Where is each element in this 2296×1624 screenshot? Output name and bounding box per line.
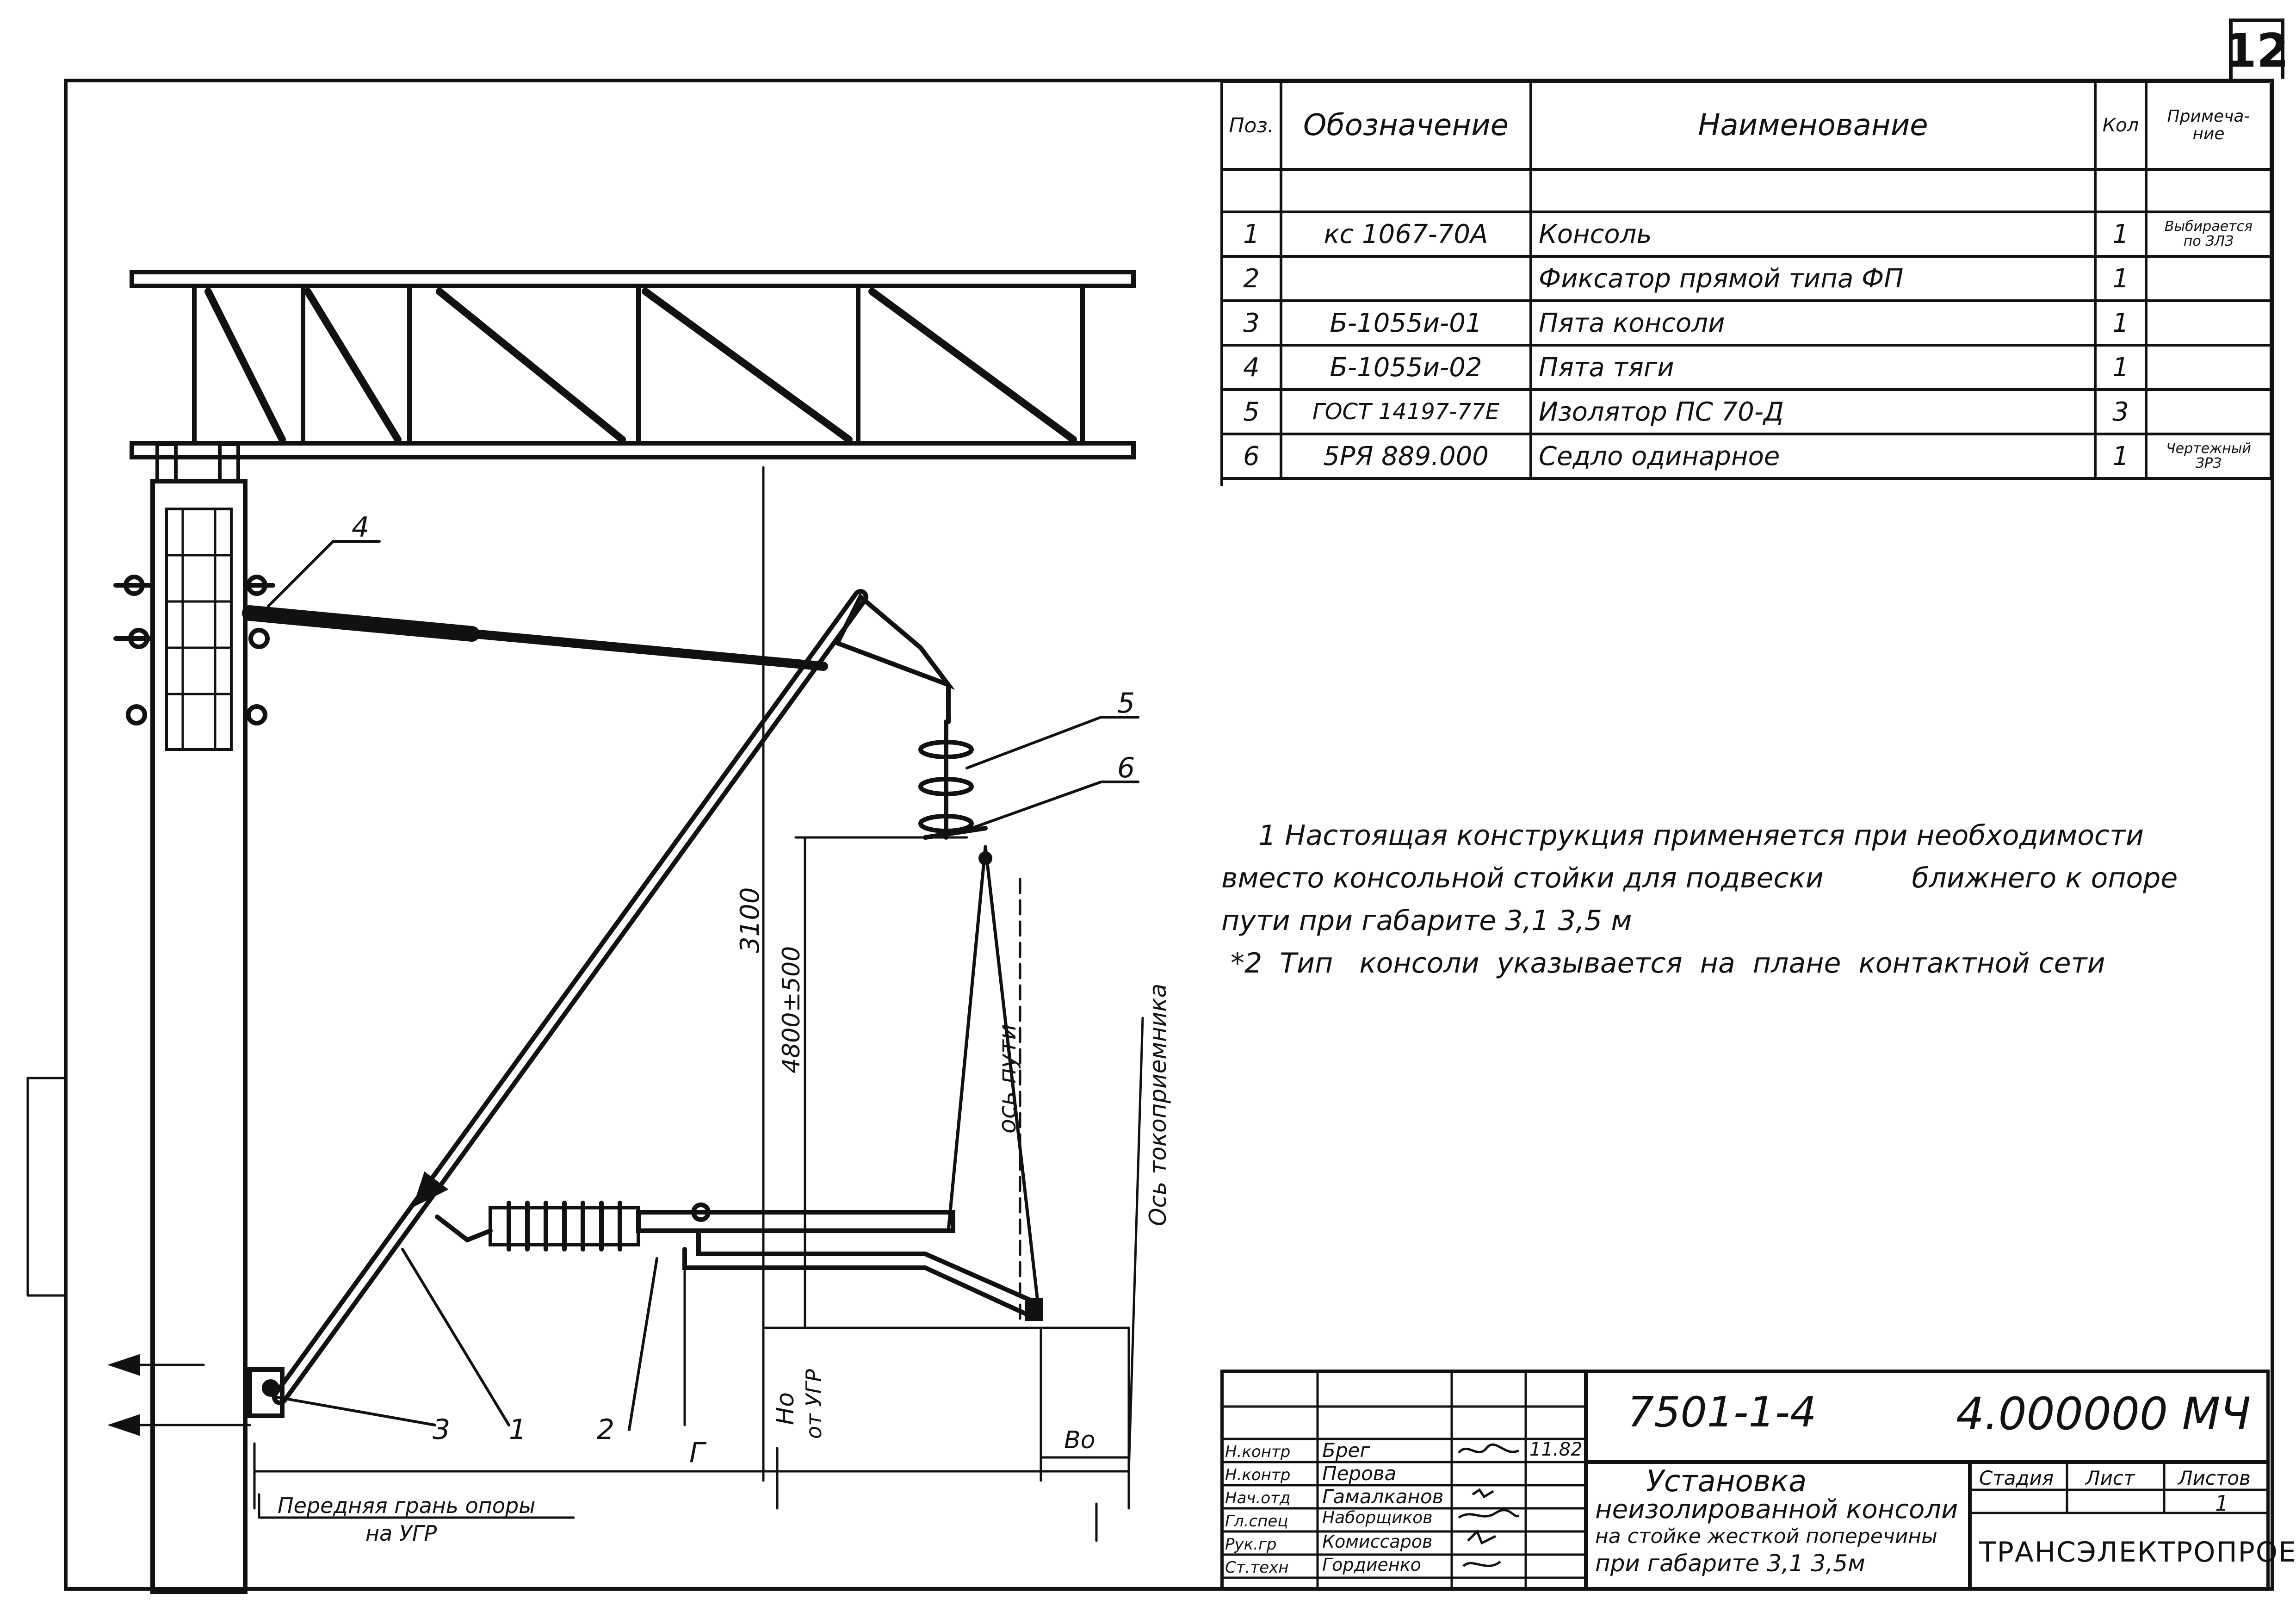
spec-row-2-designation bbox=[1282, 258, 1532, 302]
drawing-frame bbox=[64, 79, 2274, 1591]
spec-header-qty: Кол bbox=[2097, 83, 2147, 171]
spec-row-6-qty: 1 bbox=[2097, 435, 2147, 480]
sheet-label: Лист bbox=[2086, 1467, 2135, 1489]
spec-row-1-pos: 1 bbox=[1223, 213, 1282, 258]
title-block: 7501-1-4 4.000000 МЧ Установка неизолиро… bbox=[1220, 1370, 2296, 1591]
specification-table: Поз. Обозначение Наименование Кол Примеч… bbox=[1220, 80, 2272, 486]
console-head bbox=[834, 593, 992, 865]
spec-row-3-pos: 3 bbox=[1223, 302, 1282, 347]
title-line-2: неизолированной консоли bbox=[1595, 1494, 1958, 1525]
spec-empty-row bbox=[1223, 171, 1282, 213]
label-ho-sub: от УГР bbox=[801, 1369, 826, 1439]
catenary-wires bbox=[947, 845, 1040, 1311]
label-front-face-2: на УГР bbox=[365, 1521, 437, 1546]
callout-3: 3 bbox=[433, 1413, 450, 1446]
spec-row-2-name: Фиксатор прямой типа ФП bbox=[1532, 258, 2097, 302]
sheet-number-box: 12 bbox=[2224, 19, 2289, 79]
note-line-1: 1 Настоящая конструкция применяется при … bbox=[1258, 819, 2144, 852]
staff-role-2: Н.контр bbox=[1225, 1466, 1291, 1484]
spec-row-1-designation: кс 1067-70А bbox=[1282, 213, 1532, 258]
spec-row-3-qty: 1 bbox=[2097, 302, 2147, 347]
title-line-1: Установка bbox=[1646, 1464, 1807, 1499]
sheets-value: 1 bbox=[2215, 1491, 2229, 1516]
title-line-3: на стойке жесткой поперечины bbox=[1595, 1525, 1937, 1548]
callout-1: 1 bbox=[509, 1413, 526, 1446]
date-mark: 11.82 bbox=[1529, 1439, 1583, 1460]
title-block-grid bbox=[1220, 1370, 2270, 1591]
title-code: 7501-1-4 bbox=[1628, 1388, 1817, 1437]
spec-row-3-designation: Б-1055и-01 bbox=[1282, 302, 1532, 347]
drawing-notes: 1 Настоящая конструкция применяется при … bbox=[1221, 814, 2262, 985]
label-bo: Во bbox=[1064, 1426, 1095, 1454]
spec-row-1-name: Консоль bbox=[1532, 213, 2097, 258]
spec-row-4-pos: 4 bbox=[1223, 347, 1282, 391]
note-line-3: пути при габарите 3,1 3,5 м bbox=[1221, 905, 1632, 937]
support-column bbox=[113, 442, 275, 1594]
organization-name: ТРАНСЭЛЕКТРОПРОЕКТ bbox=[1979, 1536, 2296, 1568]
spec-row-2-qty: 1 bbox=[2097, 258, 2147, 302]
callout-4: 4 bbox=[352, 511, 369, 544]
truss bbox=[130, 270, 1136, 459]
spec-row-3-name: Пята консоли bbox=[1532, 302, 2097, 347]
staff-name-1: Брег bbox=[1322, 1439, 1370, 1462]
staff-role-6: Ст.техн bbox=[1225, 1558, 1289, 1577]
spec-row-5-note bbox=[2147, 391, 2272, 435]
staff-role-5: Рук.гр bbox=[1225, 1535, 1277, 1554]
spec-row-5-designation: ГОСТ 14197-77Е bbox=[1282, 391, 1532, 435]
spec-row-5-name: Изолятор ПС 70-Д bbox=[1532, 391, 2097, 435]
label-g: Г bbox=[689, 1437, 707, 1469]
spec-row-1-note: Выбирается по ЗЛЗ bbox=[2147, 213, 2272, 258]
sheets-label: Листов bbox=[2178, 1467, 2251, 1489]
tie-rod bbox=[242, 605, 828, 671]
callout-6: 6 bbox=[1117, 752, 1135, 784]
spec-row-5-pos: 5 bbox=[1223, 391, 1282, 435]
spec-header-note: Примеча-ние bbox=[2147, 83, 2272, 171]
staff-role-1: Н.контр bbox=[1225, 1443, 1291, 1461]
spec-row-4-name: Пята тяги bbox=[1532, 347, 2097, 391]
staff-name-4: Наборщиков bbox=[1322, 1508, 1433, 1527]
staff-name-3: Гамалканов bbox=[1322, 1485, 1444, 1508]
staff-role-3: Нач.отд bbox=[1225, 1489, 1291, 1507]
dim-3100: 3100 bbox=[735, 887, 765, 953]
spec-header-designation: Обозначение bbox=[1282, 83, 1532, 171]
spec-header-name: Наименование bbox=[1532, 83, 2097, 171]
staff-name-2: Перова bbox=[1322, 1462, 1397, 1485]
label-front-face-1: Передняя грань опоры bbox=[278, 1493, 535, 1518]
spec-row-5-qty: 3 bbox=[2097, 391, 2147, 435]
spec-row-6-name: Седло одинарное bbox=[1532, 435, 2097, 480]
note-line-4: *2 Тип консоли указывается на плане конт… bbox=[1231, 947, 2105, 979]
spec-row-1-qty: 1 bbox=[2097, 213, 2147, 258]
stage-label: Стадия bbox=[1979, 1467, 2054, 1489]
staff-name-6: Гордиенко bbox=[1322, 1555, 1421, 1575]
callout-2: 2 bbox=[597, 1413, 614, 1446]
spec-row-6-pos: 6 bbox=[1223, 435, 1282, 480]
spec-row-2-pos: 2 bbox=[1223, 258, 1282, 302]
label-pantograph-axis: Ось токоприемника bbox=[1145, 984, 1171, 1226]
dim-height: 4800±500 bbox=[778, 946, 805, 1073]
title-line-4: при габарите 3,1 3,5м bbox=[1595, 1550, 1865, 1577]
spec-row-4-qty: 1 bbox=[2097, 347, 2147, 391]
spec-row-6-note: Чертежный ЗРЗ bbox=[2147, 435, 2272, 480]
title-doc-number: 4.000000 МЧ bbox=[1956, 1388, 2251, 1440]
dimension-lines bbox=[26, 466, 1144, 1542]
signatures bbox=[1458, 1444, 1520, 1567]
console-heel bbox=[248, 1171, 449, 1418]
note-line-2: вместо консольной стойки для подвески бл… bbox=[1221, 862, 2178, 894]
staff-role-4: Гл.спец bbox=[1225, 1512, 1288, 1531]
label-track-axis: ось пути bbox=[994, 1024, 1021, 1134]
spec-row-4-note bbox=[2147, 347, 2272, 391]
spec-row-2-note bbox=[2147, 258, 2272, 302]
technical-drawing: 4 5 6 3 1 2 3100 4800±500 ось пути Ось т… bbox=[26, 270, 1171, 1594]
sheet-number: 12 bbox=[2224, 23, 2289, 78]
spec-header-pos: Поз. bbox=[1223, 83, 1282, 171]
spec-row-3-note bbox=[2147, 302, 2272, 347]
callout-5: 5 bbox=[1117, 687, 1135, 719]
staff-name-5: Комиссаров bbox=[1322, 1531, 1433, 1552]
label-ho: Но bbox=[772, 1392, 799, 1425]
spec-row-6-designation: 5РЯ 889.000 bbox=[1282, 435, 1532, 480]
spec-row-4-designation: Б-1055и-02 bbox=[1282, 347, 1532, 391]
callout-leaders bbox=[267, 540, 1139, 1431]
console-rod bbox=[272, 589, 868, 1405]
